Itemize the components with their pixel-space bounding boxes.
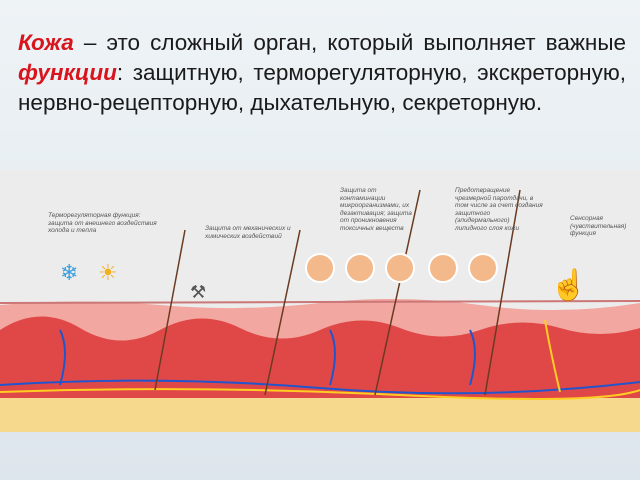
sun-icon: ☀: [98, 260, 118, 285]
epidermis-layer: [0, 298, 640, 341]
text-part1: – это сложный орган, который выполняет в…: [73, 30, 626, 55]
nerves: [0, 319, 640, 400]
label-microorganism-protection: Защита от контаминации микроорганизмами,…: [340, 187, 412, 232]
microscope-circles: [305, 253, 498, 283]
dermis-layer: [0, 314, 640, 398]
skin-functions-illustration: ❄ ☀ ☝ ⚒ Терморегуляторная функция: защит…: [0, 170, 640, 432]
skin-surface: [0, 300, 640, 304]
label-sensory: Сенсорная (чувствительная) функция: [570, 215, 627, 237]
blood-vessels-blue: [0, 329, 640, 395]
text-part2: : защитную, терморегуляторную, экскретор…: [18, 60, 626, 115]
skin-cross-section: ❄ ☀ ☝ ⚒: [0, 189, 640, 432]
hairs: [154, 189, 521, 396]
label-thermoregulation: Терморегуляторная функция: защита от вне…: [48, 212, 157, 234]
label-mechanical-protection: Защита от механических и химических возд…: [205, 225, 291, 240]
snowflake-icon: ❄: [60, 260, 78, 285]
fat-layer: [0, 395, 640, 432]
term-functions: функции: [18, 60, 117, 85]
term-skin: Кожа: [18, 30, 74, 55]
label-evaporation-prevention: Предотвращение чрезмерной паротдачи, в т…: [455, 187, 543, 232]
finger-touch-icon: ☝: [550, 266, 587, 303]
slide-text: Кожа – это сложный орган, который выполн…: [18, 28, 626, 118]
hammer-icon: ⚒: [190, 282, 206, 302]
